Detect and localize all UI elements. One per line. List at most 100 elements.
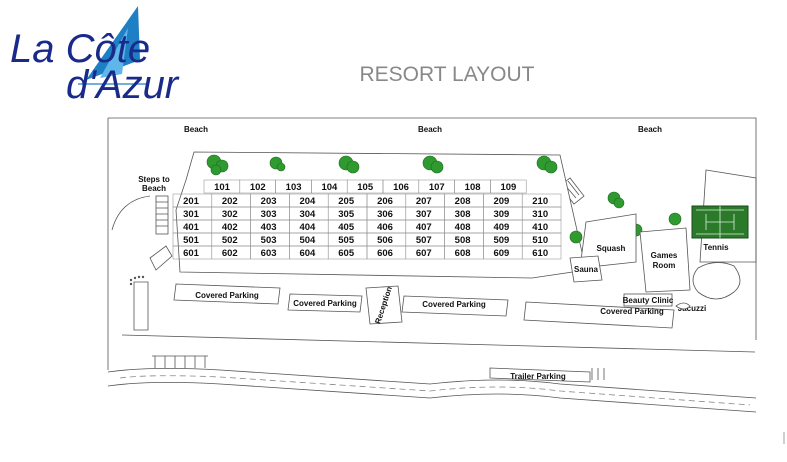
unit-308: 308 bbox=[455, 209, 471, 220]
covered-parking-1 bbox=[173, 283, 281, 305]
unit-102: 102 bbox=[250, 182, 266, 193]
covered-parking-label-1: Covered Parking bbox=[195, 291, 259, 300]
beach-label-west: Beach bbox=[184, 125, 208, 134]
jacuzzi-label: Jacuzzi bbox=[678, 304, 706, 313]
unit-304: 304 bbox=[299, 209, 316, 220]
unit-109: 109 bbox=[500, 182, 516, 193]
unit-602: 602 bbox=[222, 248, 238, 259]
unit-604: 604 bbox=[299, 248, 316, 259]
unit-410: 410 bbox=[532, 222, 548, 233]
unit-108: 108 bbox=[465, 182, 481, 193]
sail-small-icon bbox=[100, 28, 128, 78]
unit-210: 210 bbox=[532, 196, 548, 207]
logo-line-2: d'Azur bbox=[66, 63, 180, 107]
steps-to-beach-label-line-2: Beach bbox=[142, 184, 166, 193]
unit-608: 608 bbox=[455, 248, 471, 259]
squash-building bbox=[579, 213, 637, 269]
unit-cell bbox=[490, 179, 527, 194]
unit-105: 105 bbox=[357, 182, 374, 193]
unit-310: 310 bbox=[532, 209, 548, 220]
unit-402: 402 bbox=[222, 222, 238, 233]
unit-201: 201 bbox=[183, 196, 200, 207]
covered-parking-label-2: Covered Parking bbox=[293, 299, 357, 308]
unit-408: 408 bbox=[455, 222, 471, 233]
unit-609: 609 bbox=[493, 248, 509, 259]
unit-104: 104 bbox=[321, 182, 338, 193]
unit-202: 202 bbox=[222, 196, 238, 207]
reception-building bbox=[365, 285, 403, 325]
beauty-clinic-label: Beauty Clinic bbox=[623, 296, 674, 305]
unit-101: 101 bbox=[214, 182, 231, 193]
unit-301: 301 bbox=[183, 209, 200, 220]
unit-203: 203 bbox=[261, 196, 277, 207]
unit-209: 209 bbox=[493, 196, 509, 207]
unit-407: 407 bbox=[416, 222, 432, 233]
beach-label-east: Beach bbox=[638, 125, 662, 134]
unit-404: 404 bbox=[299, 222, 316, 233]
games-room-label-line-2: Room bbox=[653, 261, 676, 270]
parking-area: Covered Parking Covered Parking Receptio… bbox=[129, 275, 675, 331]
trailer-parking-building bbox=[489, 367, 591, 383]
unit-205: 205 bbox=[338, 196, 355, 207]
trailer-parking-label: Trailer Parking bbox=[510, 372, 566, 381]
unit-309: 309 bbox=[493, 209, 509, 220]
gatehouse bbox=[133, 281, 149, 331]
unit-401: 401 bbox=[183, 222, 200, 233]
squash-label: Squash bbox=[597, 244, 626, 253]
unit-306: 306 bbox=[377, 209, 393, 220]
unit-307: 307 bbox=[416, 209, 432, 220]
tree-icon bbox=[668, 212, 682, 226]
games-room-label-line-1: Games bbox=[651, 251, 678, 260]
unit-510: 510 bbox=[532, 235, 548, 246]
covered-parking-label-4: Covered Parking bbox=[600, 307, 664, 316]
tree-icon bbox=[338, 155, 360, 174]
unit-cell bbox=[521, 245, 562, 260]
unit-504: 504 bbox=[299, 235, 316, 246]
covered-parking-label-3: Covered Parking bbox=[422, 300, 486, 309]
logo: La Côte d'Azur bbox=[10, 6, 180, 107]
sail-icon bbox=[86, 6, 140, 80]
unit-607: 607 bbox=[416, 248, 432, 259]
tree-icon bbox=[536, 155, 558, 174]
sauna-building bbox=[569, 255, 603, 283]
unit-406: 406 bbox=[377, 222, 393, 233]
unit-505: 505 bbox=[338, 235, 355, 246]
games-room-building bbox=[639, 227, 691, 293]
unit-305: 305 bbox=[338, 209, 355, 220]
unit-610: 610 bbox=[532, 248, 548, 259]
covered-parking-2 bbox=[287, 293, 363, 313]
path-to-beach bbox=[111, 195, 151, 231]
unit-208: 208 bbox=[455, 196, 471, 207]
unit-103: 103 bbox=[286, 182, 302, 193]
steps-to-beach-label-line-1: Steps to bbox=[138, 175, 170, 184]
unit-303: 303 bbox=[261, 209, 277, 220]
unit-207: 207 bbox=[416, 196, 432, 207]
unit-507: 507 bbox=[416, 235, 432, 246]
unit-606: 606 bbox=[377, 248, 393, 259]
beauty-clinic-building bbox=[623, 293, 673, 307]
unit-503: 503 bbox=[261, 235, 277, 246]
unit-501: 501 bbox=[183, 235, 200, 246]
logo-line-1: La Côte bbox=[10, 27, 150, 71]
trees bbox=[206, 154, 682, 244]
steps-southwest bbox=[149, 245, 173, 271]
tree-icon bbox=[269, 156, 286, 172]
unit-603: 603 bbox=[261, 248, 277, 259]
unit-403: 403 bbox=[261, 222, 277, 233]
unit-502: 502 bbox=[222, 235, 238, 246]
unit-605: 605 bbox=[338, 248, 355, 259]
unit-509: 509 bbox=[493, 235, 509, 246]
tree-icon bbox=[206, 154, 229, 176]
unit-409: 409 bbox=[493, 222, 509, 233]
jacuzzi-pool bbox=[675, 302, 691, 310]
tennis-label: Tennis bbox=[703, 243, 729, 252]
site-outline bbox=[107, 117, 757, 370]
beach-label-center: Beach bbox=[418, 125, 442, 134]
unit-302: 302 bbox=[222, 209, 238, 220]
unit-106: 106 bbox=[393, 182, 409, 193]
unit-206: 206 bbox=[377, 196, 393, 207]
unit-506: 506 bbox=[377, 235, 393, 246]
